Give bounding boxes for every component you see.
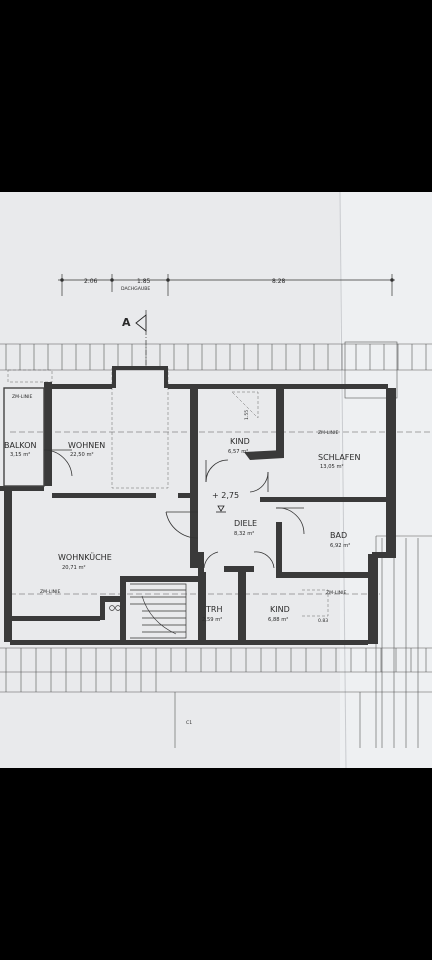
room-area-schlafen: 13,05 m²: [320, 464, 344, 470]
room-labels: BALKON 3,15 m² WOHNEN 22,50 m² KIND 6,57…: [4, 437, 360, 623]
section-marker: A: [122, 316, 131, 329]
zm-line-label-2: ZM-LINIE: [318, 430, 338, 436]
staircase: [109, 583, 187, 639]
room-area-kind-2: 6,88 m²: [268, 617, 288, 623]
room-area-kind-1: 6,57 m²: [228, 449, 248, 455]
section-arrow-icon: [135, 314, 147, 332]
room-area-wohnkueche: 20,71 m²: [62, 565, 86, 571]
room-name-balkon: BALKON: [4, 441, 37, 450]
zm-line-label-3: ZM-LINIE: [40, 589, 60, 595]
zm-line-label-4: ZM-LINIE: [326, 590, 346, 596]
door-swings: [43, 449, 305, 569]
roof-hatch-top: [0, 343, 432, 371]
svg-text:+ 2,75: + 2,75: [212, 491, 239, 500]
room-area-balkon: 3,15 m²: [10, 452, 30, 458]
dimension-1: 2.06: [84, 278, 98, 285]
dimension-chain: [58, 274, 395, 296]
dimension-2-note: DACHGAUBE: [121, 286, 150, 292]
zm-line-label-1: ZM-LINIE: [12, 394, 32, 400]
room-name-wohnkueche: WOHNKÜCHE: [58, 552, 112, 562]
floor-plan: 2.06 1.85 DACHGAUBE 8.28 A C1 ZM-LINIE Z…: [0, 192, 432, 768]
dimension-3: 8.28: [272, 278, 286, 285]
small-note-1: 1.55: [244, 410, 250, 420]
room-name-kind-1: KIND: [230, 437, 250, 446]
small-note-2: 0.83: [318, 618, 328, 624]
balcony-outline: [3, 387, 45, 487]
room-name-schlafen: SCHLAFEN: [318, 453, 360, 462]
room-name-bad: BAD: [330, 531, 347, 540]
room-name-trh: TRH: [205, 605, 222, 614]
room-name-diele: DIELE: [234, 519, 257, 528]
roof-hatch-bottom: [0, 647, 432, 748]
room-area-wohnen: 22,50 m²: [70, 452, 94, 458]
walls: [0, 366, 396, 645]
plan-mark: C1: [186, 720, 192, 726]
dimension-2: 1.85: [137, 278, 151, 285]
room-area-trh: 2,59 m²: [202, 617, 222, 623]
room-name-kind-2: KIND: [270, 605, 290, 614]
room-name-wohnen: WOHNEN: [68, 441, 105, 450]
floor-plan-photo: 2.06 1.85 DACHGAUBE 8.28 A C1 ZM-LINIE Z…: [0, 192, 432, 768]
room-area-diele: 8,32 m²: [234, 531, 254, 537]
room-area-bad: 6,92 m²: [330, 543, 350, 549]
level-marker: + 2,75: [212, 491, 239, 513]
